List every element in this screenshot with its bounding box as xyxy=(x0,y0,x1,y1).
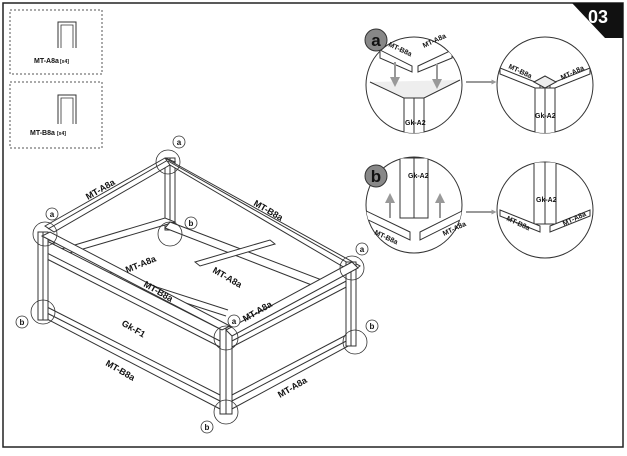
callout-b: b xyxy=(365,319,379,333)
part-box-mt-a8a: MT-A8a [x4] xyxy=(9,9,103,75)
detail-label: Gk-A2 xyxy=(405,120,426,127)
callout-a: a xyxy=(172,135,186,149)
detail-letter-badge: a xyxy=(364,28,388,52)
part-qty: [x4] xyxy=(60,59,69,65)
svg-text:b: b xyxy=(205,423,210,432)
callout-a: a xyxy=(355,242,369,256)
main-frame-drawing xyxy=(37,157,361,415)
callout-b: b xyxy=(15,315,29,329)
detail-label: Gk-A2 xyxy=(535,113,556,120)
part-code: MT-A8a xyxy=(34,58,59,65)
detail-b: Gk-A2 MT-B8a MT-A8a b Gk-A2 MT-B8a MT-A8… xyxy=(364,156,594,259)
callout-b: b xyxy=(184,216,198,230)
highlight-ring xyxy=(30,299,56,325)
highlight-ring xyxy=(155,149,181,175)
callout-a: a xyxy=(227,314,241,328)
highlight-ring xyxy=(32,221,58,247)
svg-text:b: b xyxy=(371,167,381,186)
detail-label: Gk-A2 xyxy=(536,197,557,204)
svg-text:a: a xyxy=(50,210,55,219)
svg-text:b: b xyxy=(20,318,25,327)
highlight-ring xyxy=(157,221,183,247)
detail-letter-badge: b xyxy=(364,164,388,188)
detail-label: Gk-A2 xyxy=(408,173,429,180)
step-badge: 03 xyxy=(572,3,623,38)
highlight-ring xyxy=(213,399,239,425)
part-qty: [x4] xyxy=(57,131,66,137)
svg-text:a: a xyxy=(232,317,237,326)
part-box-mt-b8a: MT-B8a [x4] xyxy=(9,81,103,149)
highlight-ring xyxy=(213,325,239,351)
svg-text:a: a xyxy=(360,245,365,254)
svg-text:a: a xyxy=(371,31,381,50)
svg-text:a: a xyxy=(177,138,182,147)
main-callouts: a b a b a b a b xyxy=(15,135,379,434)
part-code: MT-B8a xyxy=(30,130,55,137)
step-number: 03 xyxy=(588,7,608,27)
svg-text:b: b xyxy=(370,322,375,331)
callout-b: b xyxy=(200,420,214,434)
highlight-ring xyxy=(342,329,368,355)
highlight-ring xyxy=(339,255,365,281)
svg-text:b: b xyxy=(189,219,194,228)
detail-a: MT-B8a MT-A8a Gk-A2 a MT-B8a MT-A8a Gk-A… xyxy=(364,28,594,134)
callout-a: a xyxy=(45,207,59,221)
